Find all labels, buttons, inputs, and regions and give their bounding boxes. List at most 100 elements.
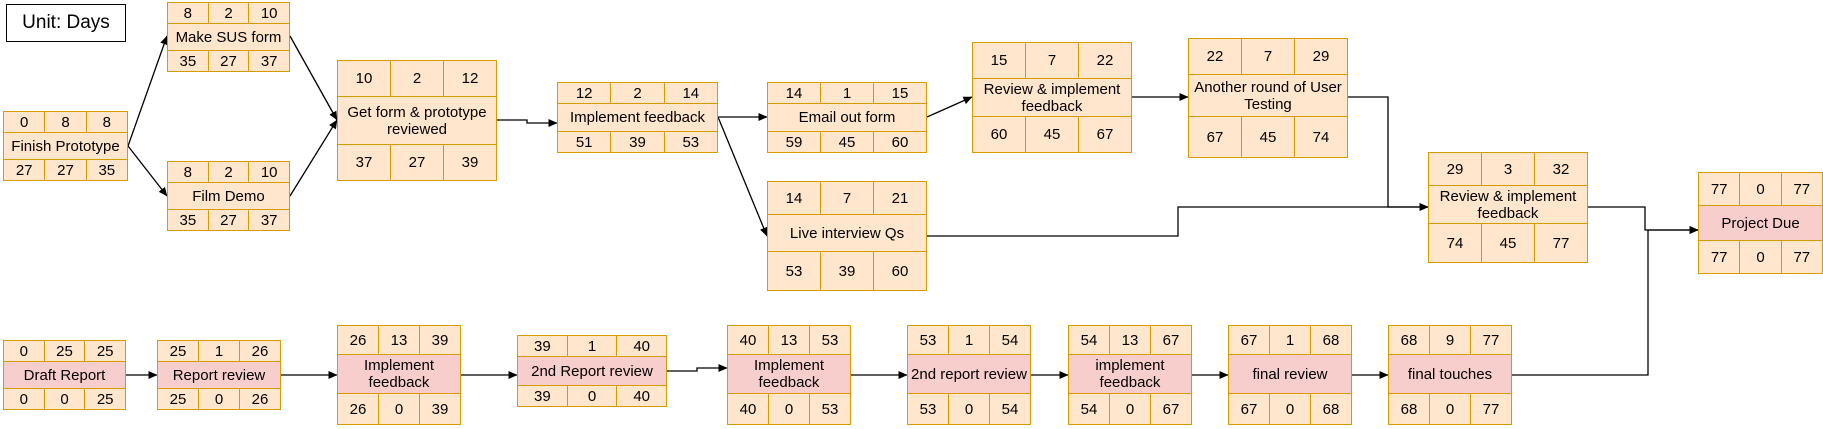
late-finish-cell: 25 bbox=[96, 390, 114, 408]
task-name: Implement feedback bbox=[338, 355, 460, 393]
early-start-cell: 68 bbox=[1389, 326, 1430, 354]
duration-cell: 13 bbox=[1110, 326, 1151, 354]
late-finish-cell: 39 bbox=[431, 400, 449, 418]
late-finish-cell: 77 bbox=[1793, 248, 1811, 266]
task-name: Report review bbox=[158, 362, 280, 388]
late-finish-cell: 67 bbox=[1162, 400, 1180, 418]
late-start-cell: 37 bbox=[338, 145, 391, 180]
late-start-cell: 40 bbox=[728, 394, 769, 424]
early-finish-cell: 54 bbox=[1001, 331, 1019, 349]
task-name: Implement feedback bbox=[569, 109, 706, 126]
late-finish-cell: 53 bbox=[821, 400, 839, 418]
arrow-film-demo-to-get-form-reviewed bbox=[289, 119, 338, 197]
early-start-cell: 14 bbox=[768, 83, 821, 103]
slack-cell: 45 bbox=[821, 132, 874, 152]
early-finish-cell: 10 bbox=[260, 163, 278, 181]
early-finish-cell: 39 bbox=[431, 331, 449, 349]
slack-cell: 27 bbox=[45, 160, 87, 180]
early-start-cell: 10 bbox=[338, 61, 391, 96]
slack-cell: 0 bbox=[45, 389, 86, 409]
late-start-cell: 68 bbox=[1389, 394, 1430, 424]
duration-cell: 9 bbox=[1430, 326, 1471, 354]
late-start-cell: 51 bbox=[558, 132, 612, 152]
slack-cell: 0 bbox=[1740, 241, 1782, 273]
duration-cell: 2 bbox=[611, 83, 665, 103]
late-finish-cell: 26 bbox=[251, 390, 269, 408]
arrow-review-implement-2-to-project-due bbox=[1588, 206, 1699, 234]
duration-cell: 1 bbox=[1270, 326, 1311, 354]
slack-cell: 39 bbox=[611, 132, 665, 152]
task-name: Live interview Qs bbox=[789, 224, 905, 242]
early-start-cell: 29 bbox=[1429, 153, 1482, 185]
slack-cell: 0 bbox=[568, 386, 618, 406]
early-start-cell: 39 bbox=[518, 336, 568, 356]
early-start-cell: 67 bbox=[1229, 326, 1270, 354]
late-finish-cell: 54 bbox=[1001, 400, 1019, 418]
early-start-cell: 26 bbox=[338, 326, 379, 354]
duration-cell: 8 bbox=[45, 112, 87, 132]
slack-cell: 0 bbox=[1270, 394, 1311, 424]
late-finish-cell: 40 bbox=[633, 387, 651, 405]
arrow-implement-feedback-1-to-live-interview bbox=[717, 116, 768, 237]
early-finish-cell: 12 bbox=[461, 70, 479, 87]
slack-cell: 0 bbox=[199, 389, 240, 409]
late-finish-cell: 74 bbox=[1312, 128, 1330, 146]
late-start-cell: 54 bbox=[1069, 394, 1110, 424]
late-finish-cell: 77 bbox=[1552, 234, 1570, 252]
duration-cell: 2 bbox=[391, 61, 444, 96]
duration-cell: 25 bbox=[45, 341, 86, 361]
task-name: Finish Prototype bbox=[11, 137, 120, 155]
task-name: 2nd report review bbox=[908, 355, 1030, 393]
arrow-another-round-to-review-implement-2 bbox=[1348, 96, 1429, 211]
duration-cell: 7 bbox=[1242, 39, 1295, 74]
late-start-cell: 53 bbox=[768, 252, 821, 290]
duration-cell: 7 bbox=[821, 182, 874, 214]
duration-cell: 3 bbox=[1482, 153, 1535, 185]
slack-cell: 39 bbox=[821, 252, 874, 290]
task-name: Project Due bbox=[1699, 206, 1822, 240]
early-finish-cell: 26 bbox=[251, 342, 269, 360]
slack-cell: 45 bbox=[1242, 117, 1295, 157]
late-start-cell: 26 bbox=[338, 394, 379, 424]
late-start-cell: 67 bbox=[1229, 394, 1270, 424]
task-name: Film Demo bbox=[192, 187, 265, 205]
task-name: Make SUS form bbox=[175, 28, 282, 46]
early-start-cell: 54 bbox=[1069, 326, 1110, 354]
duration-cell: 1 bbox=[199, 341, 240, 361]
late-finish-cell: 77 bbox=[1482, 400, 1500, 418]
late-start-cell: 0 bbox=[4, 389, 45, 409]
early-finish-cell: 67 bbox=[1162, 331, 1180, 349]
late-finish-cell: 67 bbox=[1096, 126, 1114, 143]
early-finish-cell: 22 bbox=[1096, 52, 1114, 69]
early-finish-cell: 21 bbox=[891, 189, 909, 207]
early-start-cell: 22 bbox=[1189, 39, 1242, 74]
unit-label: Unit: Days bbox=[6, 4, 126, 42]
late-start-cell: 27 bbox=[4, 160, 46, 180]
early-start-cell: 0 bbox=[4, 112, 46, 132]
